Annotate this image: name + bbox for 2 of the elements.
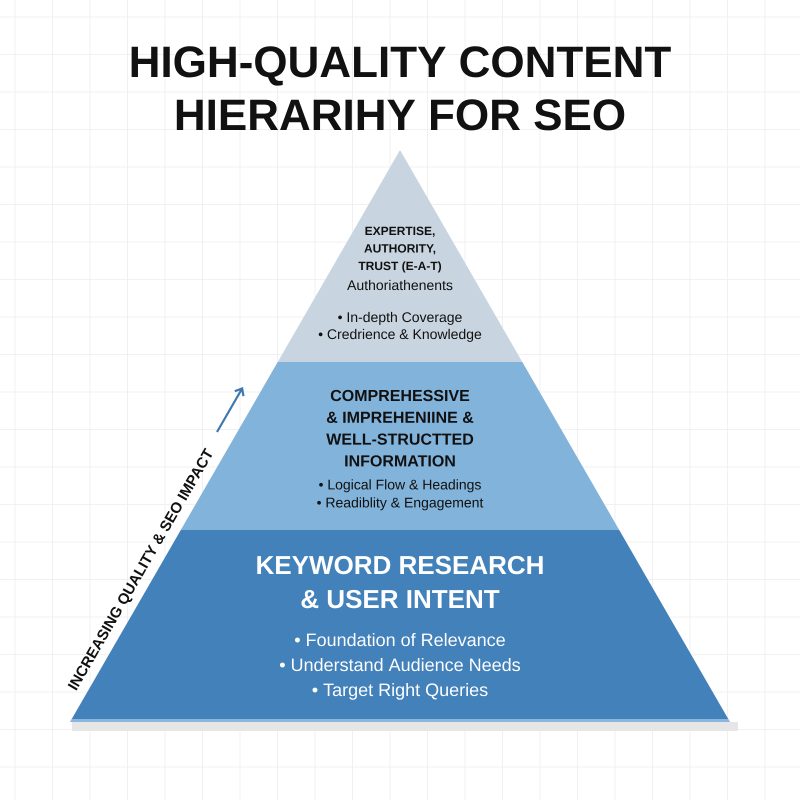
pyramid-tier: EXPERTISE, AUTHORITY, TRUST (E-A-T) Authoriathenents • In-depth Coverage • Credrience & Knowledge	[278, 150, 522, 362]
title: HIGH-QUALITY CONTENT HIERARIHY FOR SEO	[132, 46, 671, 130]
